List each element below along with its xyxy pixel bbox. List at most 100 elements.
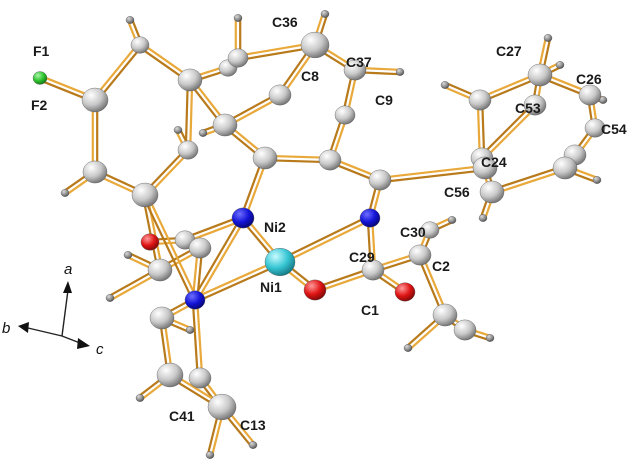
atom-cR3 [552,156,578,180]
atom-h14 [135,394,145,402]
atom-cB2 [252,146,278,170]
atom-c29 [361,259,385,281]
atom-c30 [420,221,440,239]
bond-cR3-c56 [491,168,567,196]
axis-b-arrowhead [18,322,29,333]
axis-c-line [61,335,81,344]
atom-c8 [268,84,292,106]
atom-cL1 [147,258,173,282]
atom-c37 [343,59,367,81]
atom-cA5 [131,182,159,208]
atom-h13 [105,294,115,302]
bond-c53-cR2 [479,102,535,158]
bond-cR3-c56 [490,164,566,192]
atom-cT1 [432,303,458,327]
atom-h18 [403,344,413,352]
atom-F [32,71,48,85]
bond-cA5-cL1 [141,194,159,272]
bond-cA3-cA4 [184,78,189,152]
label-c30: C30 [400,224,426,240]
atom-Ni [264,247,296,276]
atom-h12 [123,251,133,259]
atom-h1 [125,16,135,24]
atom-cT2 [453,319,477,341]
bond-cA5-N1 [145,192,199,301]
label-c41: C41 [169,408,195,424]
atom-c2 [408,244,432,266]
atom-cA3 [177,68,203,92]
atom-h9 [592,176,602,184]
bond-N1-Ni [194,262,282,304]
atom-cA4 [177,140,199,160]
label-c56: C56 [444,184,470,200]
atom-c53 [523,94,547,116]
bond-N1-cM2 [196,298,204,379]
label-c24: C24 [481,154,507,170]
atom-cB1 [212,113,238,137]
axis-a-arrowhead [63,281,72,293]
label-c9: C9 [375,92,393,108]
atom-h3 [320,10,330,18]
atom-h6 [543,34,553,42]
bond-N1-cM2 [191,299,199,380]
bond-cB4-c24 [378,164,486,179]
atom-cA6 [82,160,108,184]
atom-h21 [173,126,183,134]
label-c8: C8 [301,68,319,84]
axis-b-label: b [2,320,10,337]
atom-cF [81,87,109,113]
atom-c54 [584,118,606,138]
bond-N2-N1 [192,215,243,300]
atom-h17 [185,326,195,334]
axis-c-label: c [96,341,104,358]
atom-c13 [207,393,237,421]
atom-h2 [60,189,70,197]
bond-N1-Ni [193,258,281,300]
atom-c36b [227,48,249,68]
atom-N1 [184,290,206,310]
bond-N3-Ni [279,218,373,266]
axis-b-line [27,327,63,337]
atom-h5 [233,14,243,22]
atom-h15 [205,451,215,459]
atom-N2 [231,207,255,229]
label-c26: C26 [576,71,602,87]
label-c53: C53 [515,100,541,116]
atom-cM2 [188,367,212,389]
bond-cA5-cL1 [146,193,164,271]
atom-c41 [156,362,184,388]
bond-cA3-cA4 [189,78,194,152]
label-c36: C36 [272,14,298,30]
atom-h20 [447,216,457,224]
axis-a-label: a [64,261,72,278]
axis-c-arrowhead [77,338,90,349]
label-c29: C29 [349,249,375,265]
label-ni2: Ni2 [264,219,286,235]
atom-cM1 [149,306,175,330]
label-c1: C1 [361,302,379,318]
atom-O3 [394,282,416,302]
atom-c9 [334,105,356,125]
atom-c27 [527,63,553,87]
bond-c53-cR2 [482,105,538,161]
atom-O1 [303,279,327,301]
label-c27: C27 [496,43,522,59]
bond-N3-Ni [277,214,371,262]
atom-h22 [198,129,208,137]
atom-c36 [300,31,330,59]
bond-cB4-c24 [379,169,487,184]
label-f1: F1 [33,43,50,59]
axis-a-line [61,289,69,337]
atom-h10 [478,214,488,222]
atom-cA2 [130,36,150,54]
axis-triad: a b c [2,261,104,358]
label-c54: C54 [601,121,627,137]
atom-c24 [472,156,498,180]
label-c2: C2 [432,258,450,274]
atom-O2 [140,233,160,251]
atom-h8 [440,81,450,89]
atom-h11 [555,61,565,69]
label-c37: C37 [346,54,372,70]
